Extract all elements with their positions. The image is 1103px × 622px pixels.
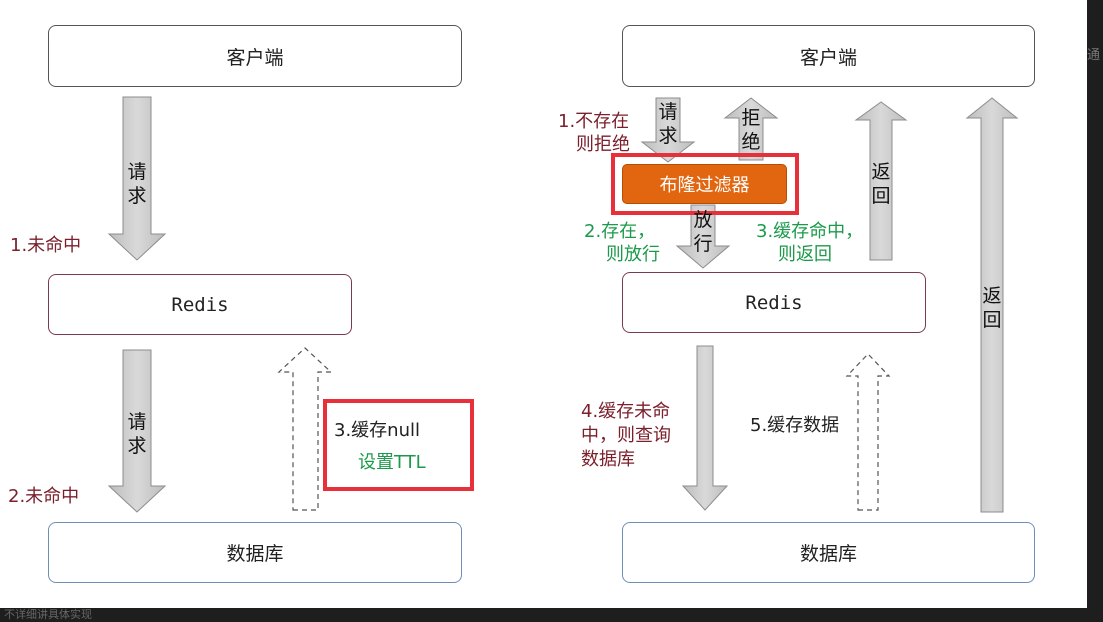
right-return-1-label: 返回 bbox=[871, 161, 891, 207]
right-db-box: 数据库 bbox=[622, 522, 1035, 583]
left-redis-box: Redis bbox=[48, 274, 352, 335]
left-miss-1-label: 1.未命中 bbox=[10, 235, 82, 256]
cache-hit-label-1: 3.缓存命中， bbox=[756, 221, 864, 242]
left-db-label: 数据库 bbox=[226, 543, 284, 565]
not-exist-label-2: 则拒绝 bbox=[576, 134, 630, 155]
right-arrow-request bbox=[640, 97, 696, 163]
diagram-canvas: 客户端 Redis 数据库 请求 请求 1.未命中 2.未命中 3.缓存null… bbox=[0, 0, 1087, 608]
right-arrow-return-redis bbox=[854, 101, 908, 261]
arrow-layer bbox=[107, 96, 1019, 513]
left-ttl-label: 设置TTL bbox=[358, 451, 426, 475]
left-client-box: 客户端 bbox=[48, 25, 462, 87]
not-exist-label-1: 1.不存在 bbox=[558, 111, 630, 132]
left-redis-label: Redis bbox=[171, 293, 229, 316]
cache-null-text: 3.缓存null bbox=[334, 420, 420, 441]
right-arrow-return-db bbox=[965, 97, 1019, 513]
right-reject-label: 拒绝 bbox=[741, 107, 761, 153]
right-return-2-label: 返回 bbox=[982, 285, 1002, 331]
ttl-text: 设置TTL bbox=[358, 452, 426, 473]
left-arrow-client-to-redis bbox=[107, 96, 167, 261]
right-redis-box: Redis bbox=[622, 272, 926, 333]
left-miss-2-label: 2.未命中 bbox=[8, 486, 80, 507]
left-arrow-db-to-redis-dashed bbox=[277, 347, 333, 511]
right-arrow-db-to-redis-dashed bbox=[845, 353, 891, 511]
bloom-filter-box: 布隆过滤器 bbox=[622, 164, 787, 204]
right-arrow-redis-to-db bbox=[681, 345, 729, 511]
bloom-filter-highlight bbox=[611, 153, 799, 215]
right-redis-label: Redis bbox=[745, 291, 803, 314]
left-client-label: 客户端 bbox=[226, 46, 284, 69]
exist-label-1: 2.存在， bbox=[584, 221, 656, 242]
cache-miss-label-1: 4.缓存未命 bbox=[581, 401, 671, 422]
left-arrow-redis-to-db bbox=[107, 349, 167, 513]
cache-data-label: 5.缓存数据 bbox=[750, 415, 840, 436]
right-db-label: 数据库 bbox=[799, 543, 857, 565]
left-db-box: 数据库 bbox=[48, 522, 462, 583]
right-pass-label: 放行 bbox=[693, 209, 713, 255]
right-client-box: 客户端 bbox=[622, 25, 1035, 87]
left-cache-null-label: 3.缓存null bbox=[334, 419, 420, 443]
cache-miss-label-2: 中，则查询 bbox=[581, 425, 671, 446]
left-request-label-1: 请求 bbox=[127, 161, 147, 207]
cache-miss-label-3: 数据库 bbox=[581, 449, 635, 470]
footer-caption: 不详细讲具体实现 bbox=[4, 608, 92, 621]
right-client-label: 客户端 bbox=[799, 46, 857, 69]
right-request-label: 请求 bbox=[658, 101, 678, 147]
exist-label-2: 则放行 bbox=[606, 244, 660, 265]
edge-clipped-text: 通 bbox=[1087, 48, 1101, 63]
cache-hit-label-2: 则返回 bbox=[778, 244, 832, 265]
left-cache-null-highlight bbox=[323, 399, 474, 491]
bloom-filter-label: 布隆过滤器 bbox=[659, 175, 750, 196]
left-request-label-2: 请求 bbox=[127, 411, 147, 457]
